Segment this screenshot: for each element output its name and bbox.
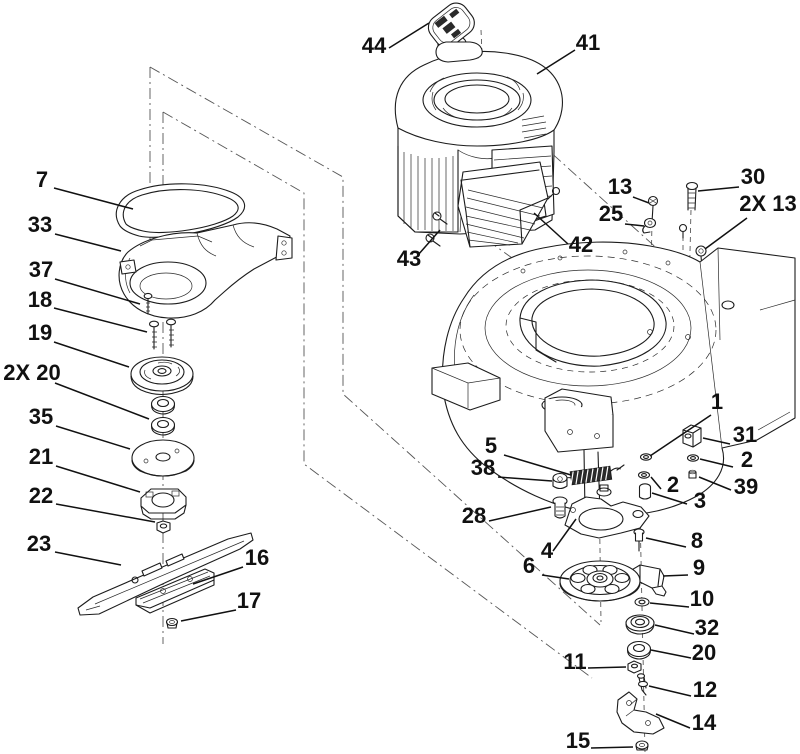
callout-1: 1 [711,389,723,414]
callout-21: 21 [29,444,53,469]
callout-30: 30 [741,164,765,189]
nut-22-drawing [156,520,171,534]
callout-23: 23 [27,531,51,556]
callout-14: 14 [692,710,717,735]
pulley-6-drawing [559,560,641,602]
primer-housing-drawing [435,41,483,63]
callout-3: 3 [694,488,706,513]
callout-22: 22 [29,483,53,508]
callout-2x13: 2X 13 [739,191,797,216]
callout-6: 6 [523,553,535,578]
callout-41: 41 [576,30,600,55]
callout-38: 38 [471,455,495,480]
callout-10: 10 [690,586,714,611]
washer-10-drawing [634,597,650,607]
callout-28: 28 [462,503,486,528]
callout-42: 42 [569,232,593,257]
callout-13: 13 [608,174,632,199]
screw-small-drawing [678,223,688,239]
callout-16: 16 [245,545,269,570]
washer-2-mid-drawing [637,471,651,479]
callout-31: 31 [733,422,757,447]
screws-18-drawing [148,318,177,350]
callout-4: 4 [541,538,554,563]
washer-2-right-drawing [686,454,700,462]
callout-labels: 44 41 43 42 13 25 30 2X 13 7 33 37 18 19… [3,30,797,753]
screw-37-drawing [143,292,153,315]
pin-12-drawing [636,673,649,696]
disc-35-drawing [131,439,195,477]
callout-2-mid: 2 [667,472,679,497]
callout-44: 44 [362,33,387,58]
callout-18: 18 [28,287,52,312]
callout-15: 15 [566,728,590,753]
plate-16-drawing [135,568,215,614]
leader-lines [53,22,748,749]
nut-15-drawing [635,740,649,751]
nut-11-drawing [627,660,642,674]
belt-drawing [115,183,246,238]
callout-9: 9 [693,555,705,580]
callout-43: 43 [397,246,421,271]
primer-label-drawing [427,2,475,48]
deck-drawing [431,241,796,516]
clamp-25-drawing [642,217,657,234]
spacer-3-drawing [638,483,652,500]
callout-8: 8 [691,528,703,553]
nut-39-drawing [688,469,697,479]
callout-11: 11 [563,649,586,674]
pulley-19-drawing [130,356,194,396]
callout-33: 33 [28,212,52,237]
bolt-17-drawing [165,617,179,629]
callout-7: 7 [36,167,48,192]
callout-12: 12 [693,677,717,702]
bolt-28-drawing [552,496,568,519]
bearings-20-drawing [150,395,176,436]
callout-19: 19 [28,320,52,345]
callout-17: 17 [237,588,261,613]
blade-driver-21-drawing [140,488,187,520]
spring-5-drawing [563,464,625,486]
callout-20: 20 [692,640,716,665]
callout-39: 39 [734,474,758,499]
callout-25: 25 [599,201,623,226]
belt-cover-drawing [118,222,293,319]
nut-38-drawing [552,472,568,490]
callout-2x20: 2X 20 [3,360,61,385]
callout-35: 35 [29,404,53,429]
washer-1-drawing [639,453,653,461]
bearing-20-right-drawing [626,640,652,660]
bolt-8-drawing [633,528,645,552]
cup-32-drawing [625,614,655,635]
louver-panel-drawing [457,161,561,248]
bracket-4-drawing [564,484,650,539]
callout-2-right: 2 [741,447,753,472]
callout-32: 32 [695,615,719,640]
bracket-14-drawing [616,691,665,735]
callout-37: 37 [29,257,53,282]
blade-23-drawing [77,532,254,616]
callout-5: 5 [485,433,497,458]
bolt-30-drawing [685,181,699,211]
